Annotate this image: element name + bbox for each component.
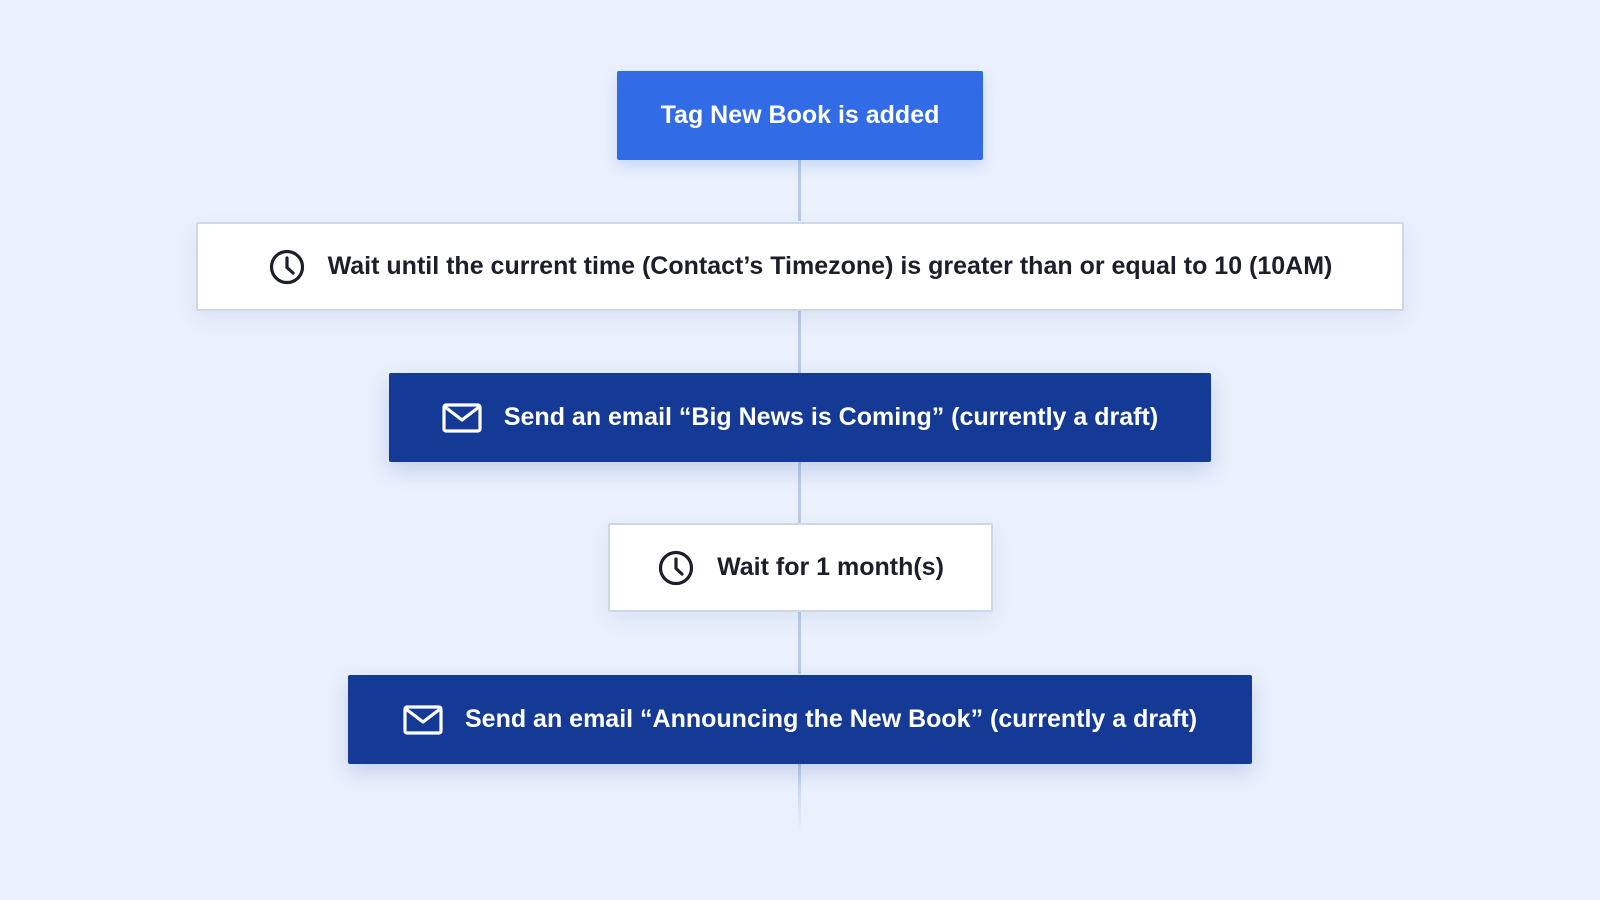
email-step-announcing-label: Send an email “Announcing the New Book” …: [464, 705, 1198, 733]
clock-icon: [657, 549, 695, 587]
connector-end: [798, 763, 801, 833]
wait-until-step-label: Wait until the current time (Contact’s T…: [327, 252, 1333, 280]
trigger-step-label: Tag New Book is added: [660, 101, 940, 129]
connector-4: [798, 610, 801, 674]
email-step-announcing[interactable]: Send an email “Announcing the New Book” …: [348, 675, 1252, 764]
connector-1: [798, 159, 801, 221]
wait-until-step[interactable]: Wait until the current time (Contact’s T…: [196, 222, 1404, 311]
wait-for-step-label: Wait for 1 month(s): [717, 553, 944, 581]
clock-icon: [268, 248, 306, 286]
wait-for-step[interactable]: Wait for 1 month(s): [608, 523, 993, 612]
connector-2: [798, 310, 801, 373]
connector-3: [798, 461, 801, 523]
envelope-icon: [442, 402, 482, 433]
email-step-big-news[interactable]: Send an email “Big News is Coming” (curr…: [389, 373, 1211, 462]
envelope-icon: [403, 704, 443, 735]
trigger-step[interactable]: Tag New Book is added: [617, 71, 983, 160]
email-step-big-news-label: Send an email “Big News is Coming” (curr…: [503, 403, 1159, 431]
